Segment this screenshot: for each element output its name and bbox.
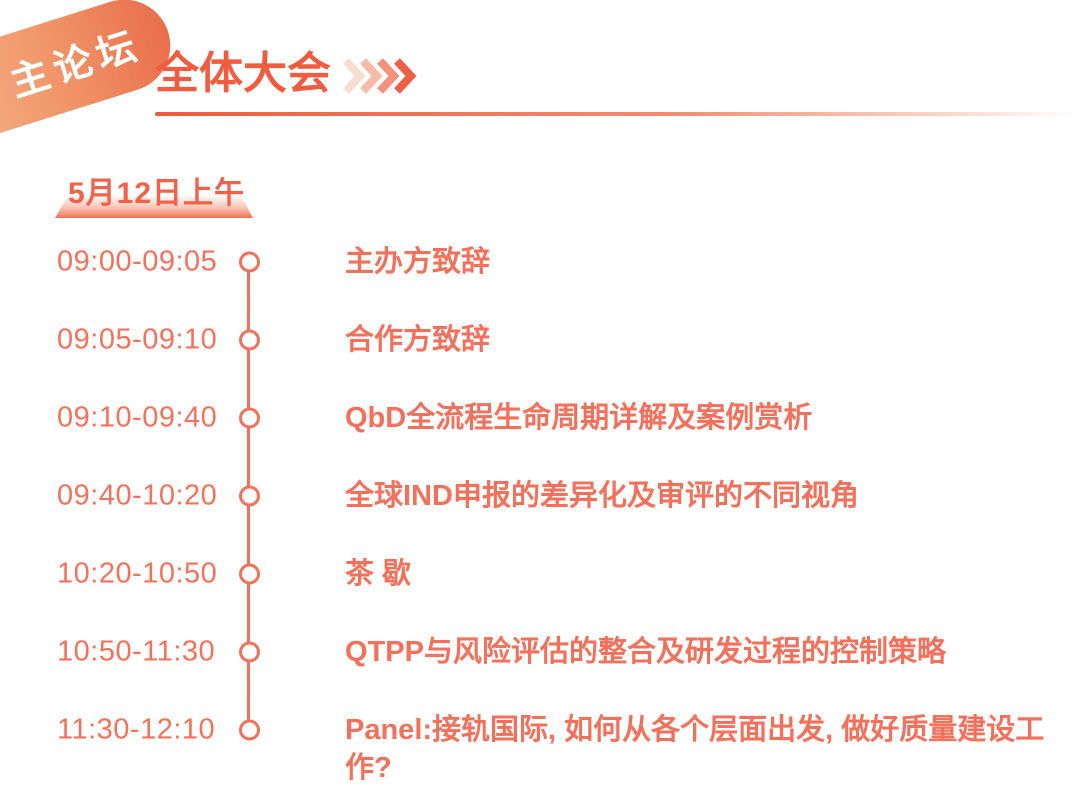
session-title: 合作方致辞 bbox=[345, 324, 491, 356]
triple-chevron-right-icon bbox=[343, 58, 417, 94]
forum-badge-label: 主论坛 bbox=[5, 23, 148, 106]
session-title: QTPP与风险评估的整合及研发过程的控制策略 bbox=[345, 636, 946, 668]
schedule-row: 11:30-12:10 Panel:接轨国际, 如何从各个层面出发, 做好质量建… bbox=[0, 691, 1080, 785]
timeline-node-icon bbox=[239, 563, 260, 585]
timeline-node-icon bbox=[239, 641, 260, 663]
session-time: 11:30-12:10 bbox=[57, 713, 216, 746]
timeline-node-icon bbox=[239, 329, 260, 351]
timeline-node-icon bbox=[239, 485, 260, 507]
page-title: 全体大会 bbox=[155, 49, 331, 98]
schedule-row: 09:00-09:05 主办方致辞 bbox=[0, 223, 1080, 301]
session-title: Panel:接轨国际, 如何从各个层面出发, 做好质量建设工作? bbox=[345, 714, 1045, 784]
session-time: 10:50-11:30 bbox=[57, 635, 216, 668]
schedule-row: 09:40-10:20 全球IND申报的差异化及审评的不同视角 bbox=[0, 457, 1080, 535]
session-title: 主办方致辞 bbox=[345, 246, 491, 278]
session-time: 09:10-09:40 bbox=[57, 401, 218, 434]
session-title: QbD全流程生命周期详解及案例赏析 bbox=[345, 402, 813, 434]
page-header: 全体大会 bbox=[155, 50, 419, 98]
schedule-row: 10:50-11:30 QTPP与风险评估的整合及研发过程的控制策略 bbox=[0, 613, 1080, 691]
schedule-timeline: 09:00-09:05 主办方致辞 09:05-09:10 合作方致辞 09:1… bbox=[0, 223, 1080, 785]
timeline-node-icon bbox=[239, 719, 260, 741]
session-title: 茶 歇 bbox=[345, 558, 412, 590]
session-time: 10:20-10:50 bbox=[57, 557, 218, 590]
timeline-node-icon bbox=[239, 407, 260, 429]
schedule-row: 10:20-10:50 茶 歇 bbox=[0, 535, 1080, 613]
session-time: 09:00-09:05 bbox=[57, 245, 218, 278]
title-underline-divider bbox=[155, 112, 1080, 116]
timeline-node-icon bbox=[239, 251, 260, 273]
session-time: 09:05-09:10 bbox=[57, 323, 218, 356]
schedule-row: 09:10-09:40 QbD全流程生命周期详解及案例赏析 bbox=[0, 379, 1080, 457]
session-time: 09:40-10:20 bbox=[57, 479, 218, 512]
date-label: 5月12日上午 bbox=[68, 177, 246, 210]
date-ribbon-shape bbox=[55, 196, 253, 218]
date-header: 5月12日上午 bbox=[55, 168, 265, 220]
session-title: 全球IND申报的差异化及审评的不同视角 bbox=[345, 480, 859, 512]
schedule-row: 09:05-09:10 合作方致辞 bbox=[0, 301, 1080, 379]
